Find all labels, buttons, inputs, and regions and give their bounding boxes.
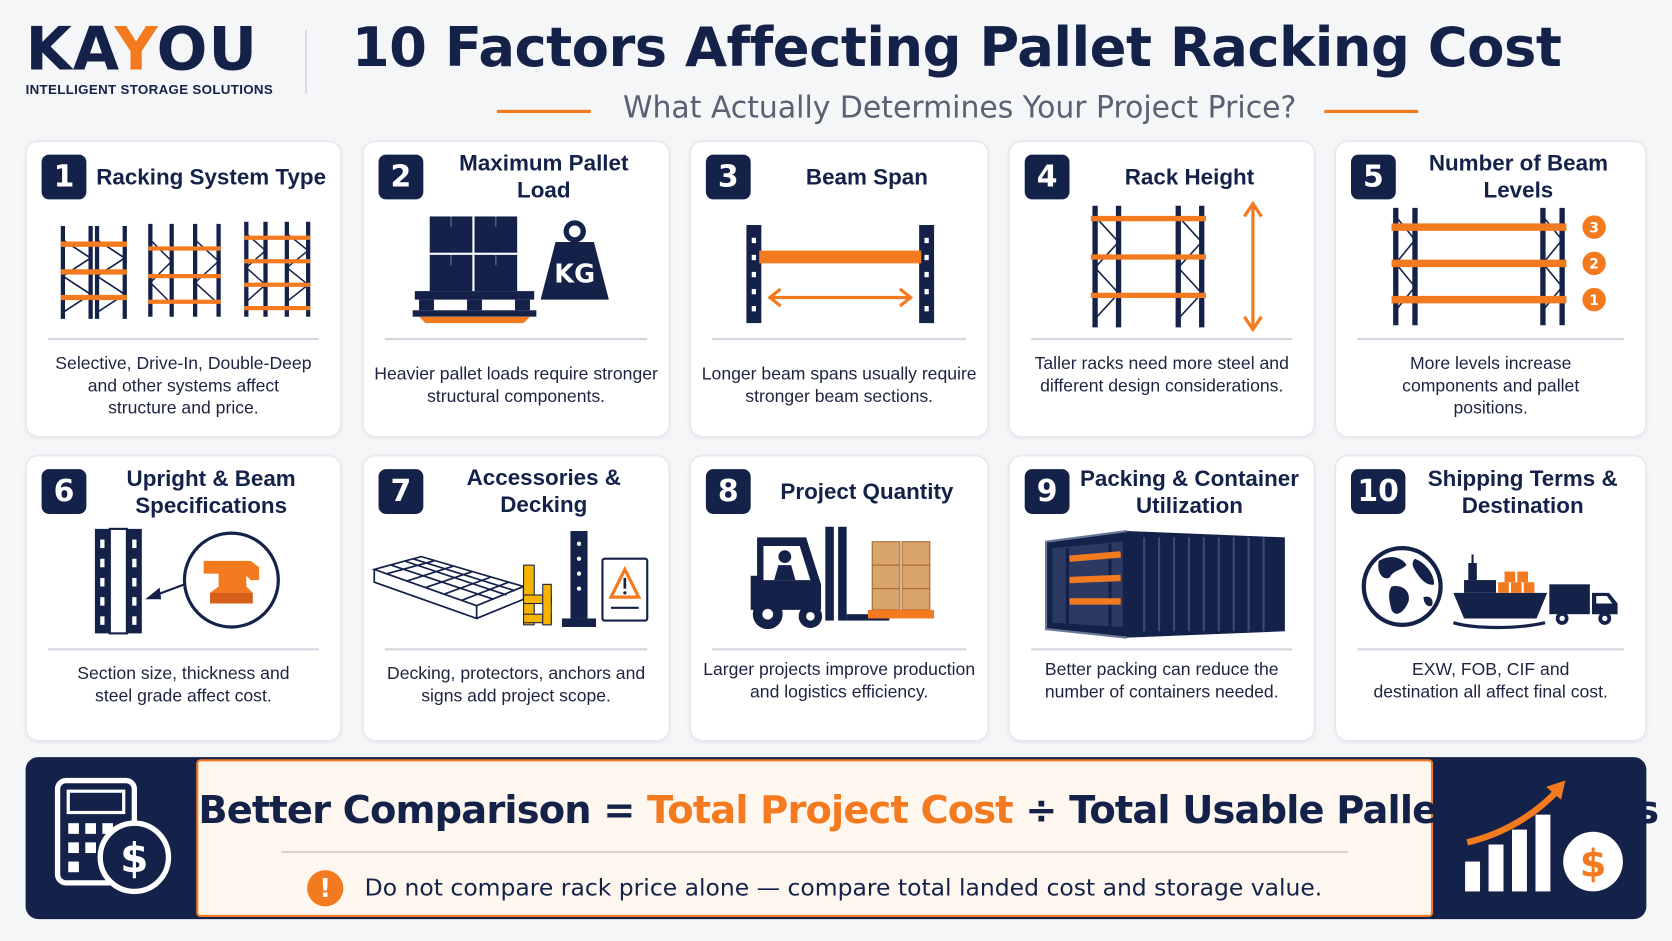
- dollar-sign-right: $: [1580, 841, 1607, 886]
- subtitle-block: What Actually Determines Your Project Pr…: [490, 90, 1428, 133]
- factor-card-9: 9 Packing & Container Utilization Better…: [1008, 455, 1315, 742]
- beam-levels-icon: 3 2 1: [1336, 204, 1645, 332]
- card-divider: [1357, 648, 1624, 651]
- factor-card-8: 8 Project Quantity Larger projects impro…: [689, 455, 989, 742]
- logo: KAYOU INTELLIGENT STORAGE SOLUTIONS: [26, 19, 273, 97]
- factor-number: 2: [378, 154, 424, 200]
- factor-description: Selective, Drive-In, Double-Deep and oth…: [55, 354, 312, 418]
- level-marker-3: 3: [1589, 220, 1599, 236]
- factor-description: Heavier pallet loads require stronger st…: [374, 364, 658, 407]
- forklift-icon: [691, 522, 987, 646]
- factor-card-6: 6 Upright & Beam Specifications Section …: [25, 455, 342, 742]
- factor-number: 1: [41, 154, 87, 200]
- factor-card-1: 1 Racking System Type Selective, Drive-I…: [25, 140, 342, 438]
- card-divider: [712, 338, 967, 341]
- header: KAYOU INTELLIGENT STORAGE SOLUTIONS 10 F…: [0, 0, 1672, 136]
- factor-description: More levels increase components and pall…: [1402, 354, 1580, 418]
- logo-tagline: INTELLIGENT STORAGE SOLUTIONS: [25, 82, 274, 98]
- factor-title: Upright & Beam Specifications: [126, 467, 296, 519]
- card-divider: [712, 648, 967, 651]
- factor-title: Shipping Terms & Destination: [1427, 467, 1618, 519]
- factor-card-3: 3 Beam Span Longer beam spans usually re…: [689, 140, 989, 438]
- factor-card-10: 10 Shipping Terms & Destination EXW, FOB…: [1335, 455, 1647, 742]
- factor-description: Taller racks need more steel and differe…: [1034, 354, 1289, 396]
- factor-number: 9: [1024, 469, 1070, 514]
- card-divider: [384, 338, 648, 341]
- card-divider: [384, 648, 648, 651]
- growth-chart-dollar-icon: $: [1461, 774, 1632, 907]
- page-subtitle: What Actually Determines Your Project Pr…: [622, 89, 1297, 125]
- shipping-icon: [1336, 531, 1645, 642]
- factor-number: 3: [705, 154, 751, 200]
- formula-highlight: Total Project Cost: [647, 789, 1014, 833]
- calculator-dollar-icon: $: [53, 776, 172, 905]
- factor-title: Rack Height: [1124, 164, 1255, 190]
- formula-divider: [281, 850, 1348, 854]
- advice-note: ! Do not compare rack price alone — comp…: [307, 870, 1352, 907]
- factor-number: 7: [378, 469, 424, 514]
- factor-description: Section size, thickness and steel grade …: [77, 664, 290, 706]
- pallet-weight-icon: KG: [364, 208, 669, 327]
- advice-text: Do not compare rack price alone — compar…: [364, 874, 1323, 902]
- factor-title: Accessories & Decking: [466, 465, 621, 518]
- formula-panel: Better Comparison = Total Project Cost ÷…: [196, 759, 1659, 918]
- factor-title: Maximum Pallet Load: [459, 151, 629, 203]
- logo-wordmark: KAYOU: [25, 14, 259, 85]
- header-divider: [304, 29, 308, 94]
- factor-number: 5: [1351, 154, 1396, 200]
- factor-title: Racking System Type: [96, 164, 327, 190]
- comparison-formula: Better Comparison = Total Project Cost ÷…: [198, 789, 1659, 833]
- factor-card-4: 4 Rack Height Taller racks need more ste…: [1008, 140, 1315, 438]
- factor-title: Packing & Container Utilization: [1079, 467, 1299, 519]
- factor-card-2: 2 Maximum Pallet Load KG Heavier pallet …: [362, 140, 670, 438]
- factor-title: Number of Beam Levels: [1428, 151, 1608, 203]
- card-divider: [47, 648, 319, 651]
- dollar-sign-left: $: [120, 834, 148, 882]
- beam-span-icon: [691, 216, 987, 327]
- container-icon: [1010, 527, 1314, 646]
- factor-description: Longer beam spans usually require strong…: [701, 364, 977, 407]
- card-divider: [1357, 338, 1624, 341]
- summary-banner: $ Better Comparison = Total Project Cost…: [25, 757, 1659, 920]
- factor-number: 10: [1351, 469, 1406, 514]
- factor-title: Beam Span: [805, 164, 928, 190]
- subtitle-rule-left: [496, 109, 591, 114]
- subtitle-rule-right: [1324, 109, 1419, 114]
- card-divider: [1031, 338, 1293, 341]
- kg-label: KG: [554, 260, 595, 290]
- factor-title: Project Quantity: [780, 479, 954, 504]
- factor-card-5: 5 Number of Beam Levels 3 2 1 More level…: [1335, 140, 1647, 438]
- formula-left: Better Comparison =: [198, 789, 635, 833]
- level-marker-1: 1: [1589, 293, 1599, 309]
- page-title: 10 Factors Affecting Pallet Racking Cost: [351, 17, 1562, 80]
- factor-number: 8: [705, 469, 751, 514]
- rack-height-icon: [1010, 199, 1314, 333]
- factor-description: Decking, protectors, anchors and signs a…: [386, 664, 646, 706]
- card-divider: [47, 338, 319, 341]
- factor-description: EXW, FOB, CIF and destination all affect…: [1373, 660, 1608, 702]
- level-marker-2: 2: [1589, 257, 1599, 273]
- accessories-icon: [364, 520, 669, 646]
- card-divider: [1031, 648, 1293, 651]
- warning-icon: !: [307, 870, 344, 907]
- upright-section-icon: [27, 522, 340, 641]
- racking-systems-icon: [27, 210, 340, 327]
- factor-description: Better packing can reduce the number of …: [1044, 660, 1279, 702]
- factor-number: 6: [41, 469, 87, 514]
- factor-card-7: 7 Accessories & Decking Decking, protect…: [362, 455, 670, 742]
- factor-description: Larger projects improve production and l…: [703, 660, 976, 702]
- factor-number: 4: [1024, 154, 1070, 200]
